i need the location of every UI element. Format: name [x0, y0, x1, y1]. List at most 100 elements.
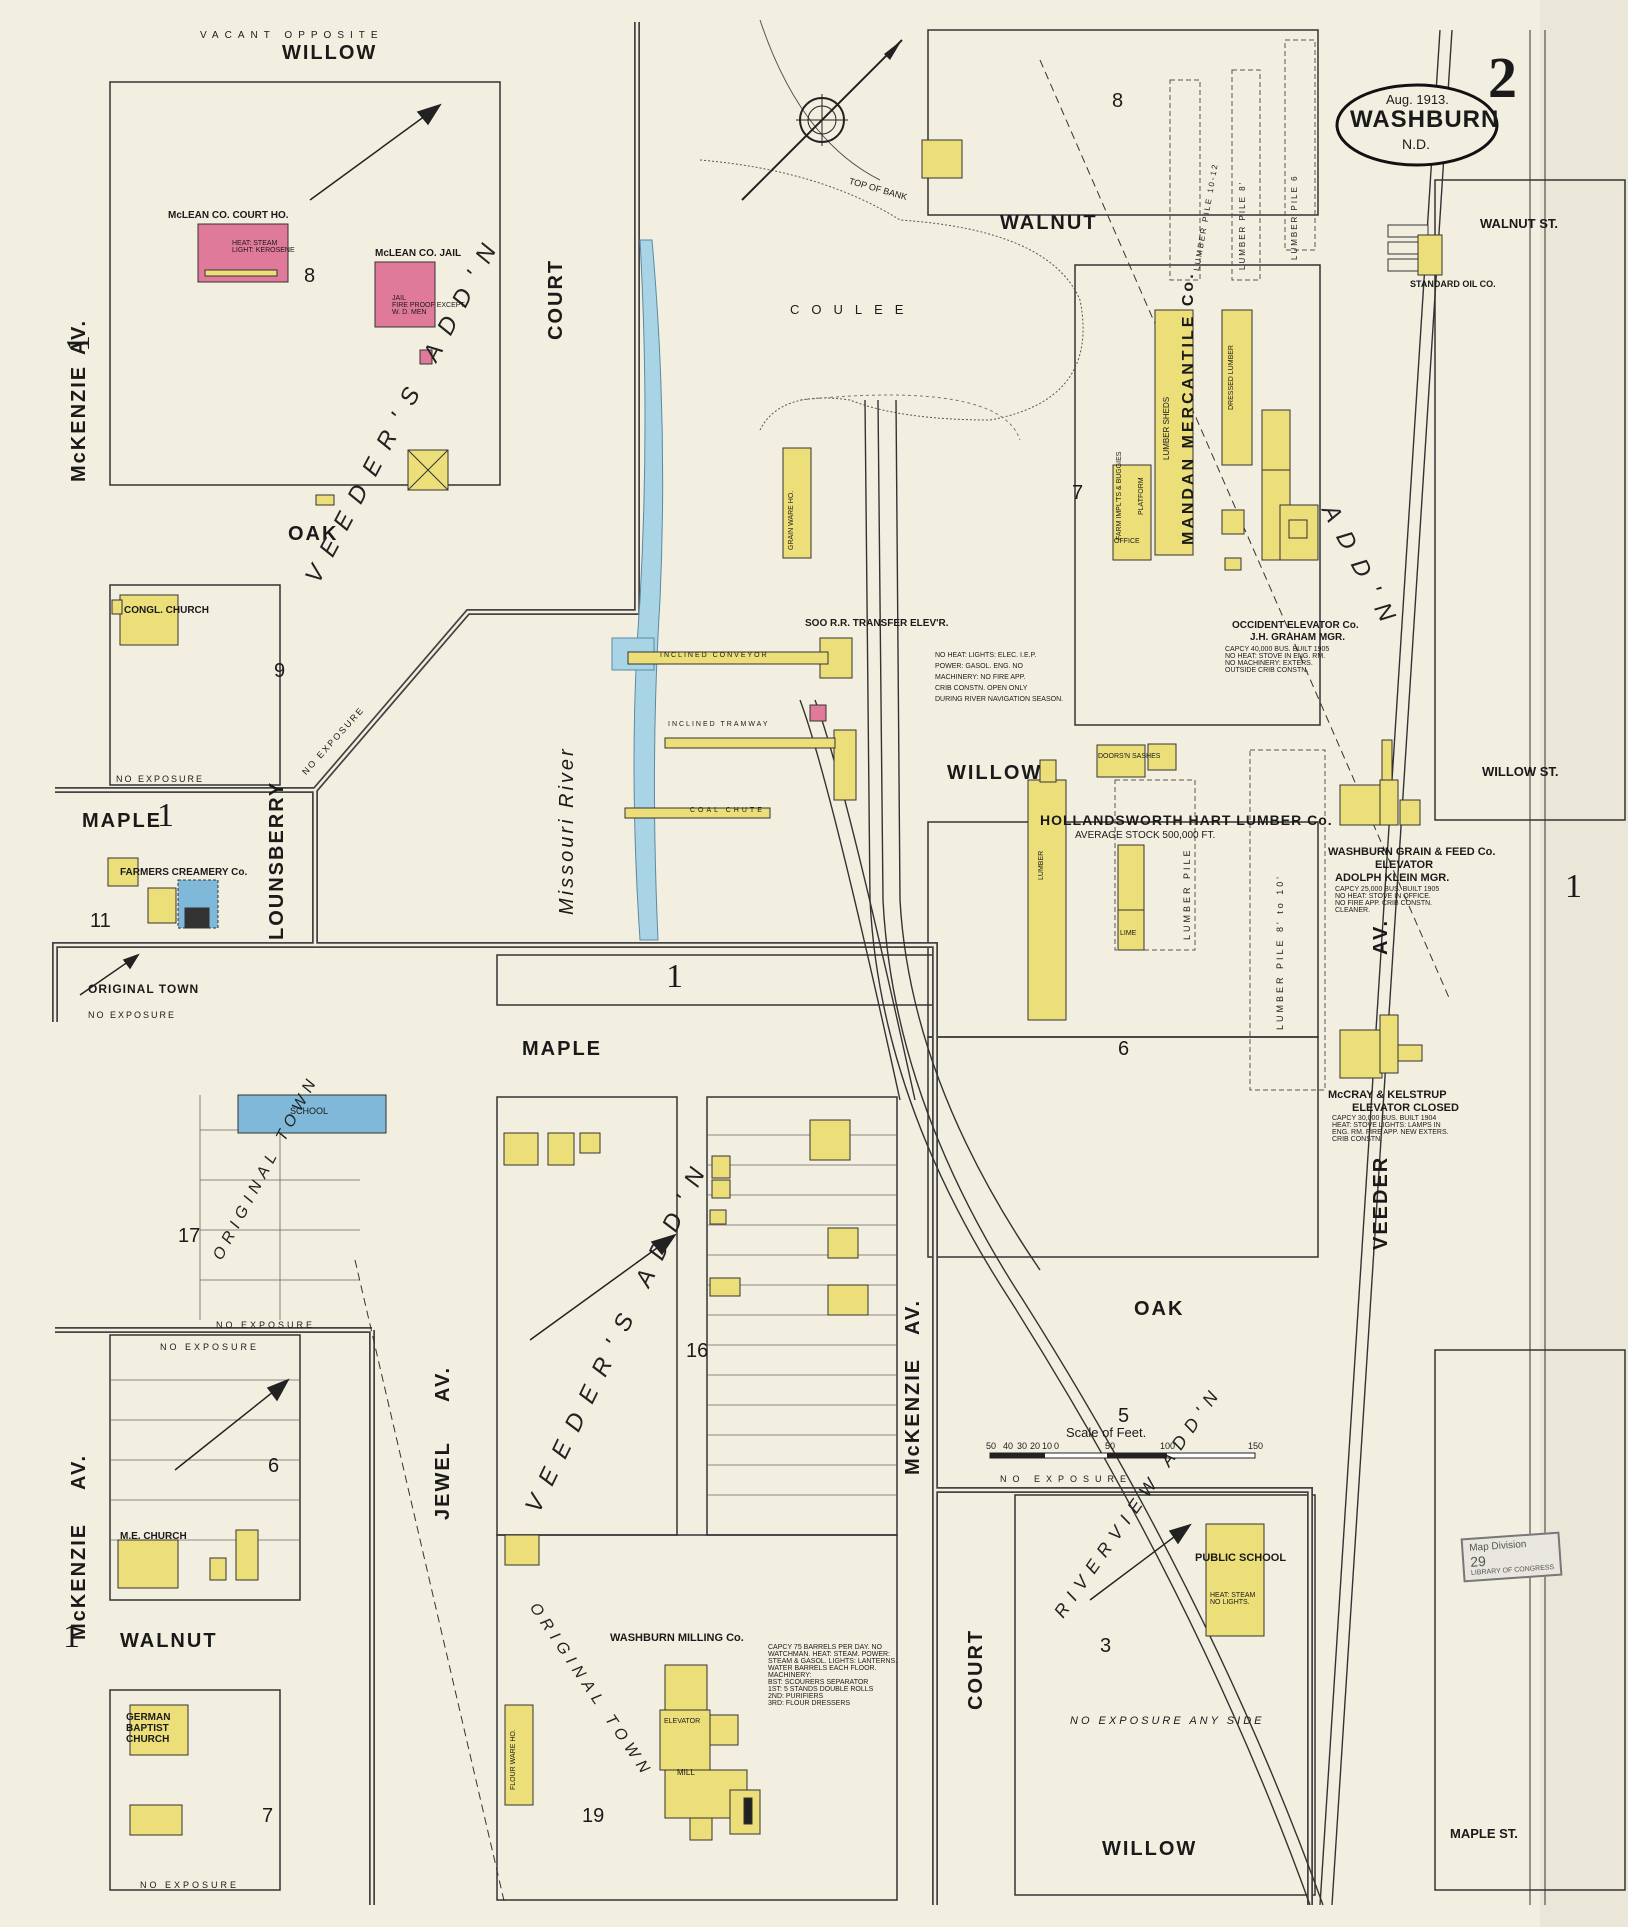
scale-bar: [989, 1452, 1256, 1459]
soo-grain-ware: [833, 729, 857, 801]
dressed-lumber-shed: [1221, 309, 1253, 466]
occident-cupola: [1288, 519, 1308, 539]
me-church-parsonage: [235, 1529, 259, 1581]
soo-small-brick: [809, 704, 827, 722]
farm-implements-shed: [1112, 464, 1152, 561]
lumber-sheds-label: LUMBER SHEDS: [1162, 396, 1171, 460]
scale-tick-8: 150: [1248, 1441, 1264, 1451]
scale-title: Scale of Feet.: [1066, 1425, 1147, 1440]
block-num-6-left: 6: [268, 1455, 280, 1477]
one-mark-1: 1: [60, 335, 97, 352]
farm-impl-label: FARM IMPL'TS & BUGGIES: [1116, 451, 1123, 540]
buildings-layer: [107, 139, 1443, 1841]
lumber-pile-6-label: LUMBER PILE 6: [1290, 174, 1299, 260]
scale-tick-0: 50: [986, 1441, 997, 1451]
grain-whse-label: GRAIN WARE HO.: [788, 490, 795, 550]
street-maple-st: MAPLE ST.: [1450, 1826, 1518, 1841]
mill-label: MILL: [677, 1768, 695, 1777]
block-7-right-outline: [1074, 264, 1321, 726]
occident-notes: CAPCY 40,000 BUS. BUILT 1905 NO HEAT: ST…: [1225, 646, 1330, 674]
mill-elevator-label: ELEVATOR: [664, 1718, 701, 1725]
library-stamp: Map Division 29 LIBRARY OF CONGRESS: [1460, 1531, 1563, 1583]
german-baptist-building: [129, 1704, 189, 1756]
congl-church-building: [119, 594, 179, 646]
block-9-outline: [109, 584, 281, 786]
washburn-grain-office: [1399, 799, 1421, 826]
dwelling-18: [827, 1284, 869, 1316]
one-mark-3: 1: [666, 958, 683, 995]
street-mckenzie-mid-av: AV.: [902, 1298, 924, 1335]
no-exposure-any-side: NO EXPOSURE ANY SIDE: [1070, 1715, 1265, 1727]
railway-tracks: [799, 29, 1546, 1906]
title-state: N.D.: [1402, 136, 1430, 152]
washburn-grain-label: WASHBURN GRAIN & FEED Co.: [1328, 846, 1496, 858]
flour-warehouse: [504, 1704, 534, 1806]
shed-12: [711, 1155, 731, 1179]
mandan-office: [1261, 409, 1291, 471]
lumber-pile-8-label: LUMBER PILE 8': [1238, 180, 1247, 270]
occident-elevator-label: OCCIDENT ELEVATOR Co.: [1232, 620, 1359, 631]
no-exposure-3: NO EXPOSURE: [216, 1320, 316, 1330]
block-num-16: 16: [686, 1340, 709, 1362]
me-church-label: M.E. CHURCH: [120, 1531, 187, 1542]
block8-dwelling: [921, 139, 963, 179]
doors-sashes-label: DOORS'N SASHES: [1098, 753, 1161, 760]
doors-sashes-2: [1117, 844, 1145, 911]
congl-church-tower: [111, 599, 123, 615]
street-willow-mid: WILLOW: [947, 762, 1043, 784]
court-house-notes: HEAT: STEAM LIGHT: KEROSENE: [232, 240, 295, 254]
street-willow-st: WILLOW ST.: [1482, 764, 1559, 779]
hollandsworth-stock: AVERAGE STOCK 500,000 FT.: [1075, 830, 1216, 841]
washburn-milling-label: WASHBURN MILLING Co.: [610, 1632, 744, 1644]
north-arrows: [79, 103, 1192, 1601]
scale-tick-1: 40: [1003, 1441, 1014, 1451]
shed-x-line-2: [407, 449, 449, 491]
survey-line: [1039, 59, 1451, 1001]
mandan-mercantile-label: MANDAN MERCANTILE Co.: [1180, 271, 1197, 545]
dressed-lumber-label: DRESSED LUMBER: [1228, 345, 1235, 410]
creamery-ice-house: [107, 857, 139, 887]
scale-tick-4: 10: [1042, 1441, 1053, 1451]
lime-label: LIME: [1120, 930, 1137, 937]
sheet-number: 2: [1488, 45, 1517, 110]
mccray-label: McCRAY & KELSTRUP: [1328, 1089, 1447, 1101]
jail-label: McLEAN CO. JAIL: [375, 248, 462, 259]
street-mckenzie-top: McKENZIE: [68, 364, 90, 482]
washburn-grain-elevator: [1339, 784, 1383, 826]
dwelling-13: [809, 1119, 851, 1161]
mill-boiler: [743, 1797, 753, 1825]
no-exposure-1: NO EXPOSURE: [116, 774, 205, 784]
one-mark-5: 1: [1565, 868, 1582, 905]
hh-lumber-label: LUMBER: [1038, 850, 1045, 880]
mill-elevator: [659, 1709, 711, 1771]
sheet-boundaries-inner: [53, 22, 1312, 1905]
street-jewel-av: AV.: [432, 1365, 454, 1402]
scale-tick-3: 20: [1030, 1441, 1041, 1451]
occident-mgr-label: J.H. GRAHAM MGR.: [1250, 632, 1345, 643]
street-court-bottom: COURT: [965, 1628, 987, 1710]
oil-tank-1: [1387, 224, 1429, 238]
shed-18: [709, 1277, 741, 1297]
street-oak-left: OAK: [288, 523, 339, 545]
one-mark-4: 1: [63, 1618, 80, 1655]
feed-mill: [547, 1132, 575, 1166]
mccray-elev: ELEVATOR CLOSED: [1352, 1102, 1459, 1114]
german-baptist-label: GERMAN BAPTIST CHURCH: [126, 1712, 171, 1745]
mandan-small-2: [1224, 557, 1242, 571]
scale-tick-7: 100: [1160, 1441, 1176, 1451]
me-church-shed: [209, 1557, 227, 1581]
mill-office: [709, 1714, 739, 1746]
jail-notes: JAIL FIRE PROOF EXCEPT W. D. MEN: [392, 295, 465, 316]
block-8-right-outline: [927, 29, 1319, 216]
vacant-opposite-label: VACANT OPPOSITE: [200, 30, 384, 41]
street-walnut-st: WALNUT ST.: [1480, 216, 1558, 231]
soo-transfer-label: SOO R.R. TRANSFER ELEV'R.: [805, 618, 949, 629]
street-walnut-left: WALNUT: [120, 1630, 218, 1652]
washburn-grain-shed: [1379, 779, 1399, 826]
one-mark-2: 1: [157, 797, 174, 834]
street-willow-top: WILLOW: [282, 42, 378, 64]
doors-sashes-shed: [1096, 744, 1146, 778]
block-num-7-right: 7: [1072, 482, 1084, 504]
school-label: SCHOOL: [290, 1106, 329, 1116]
washburn-grain-notes: CAPCY 25,000 BUS. BUILT 1905 NO HEAT: ST…: [1335, 886, 1440, 914]
